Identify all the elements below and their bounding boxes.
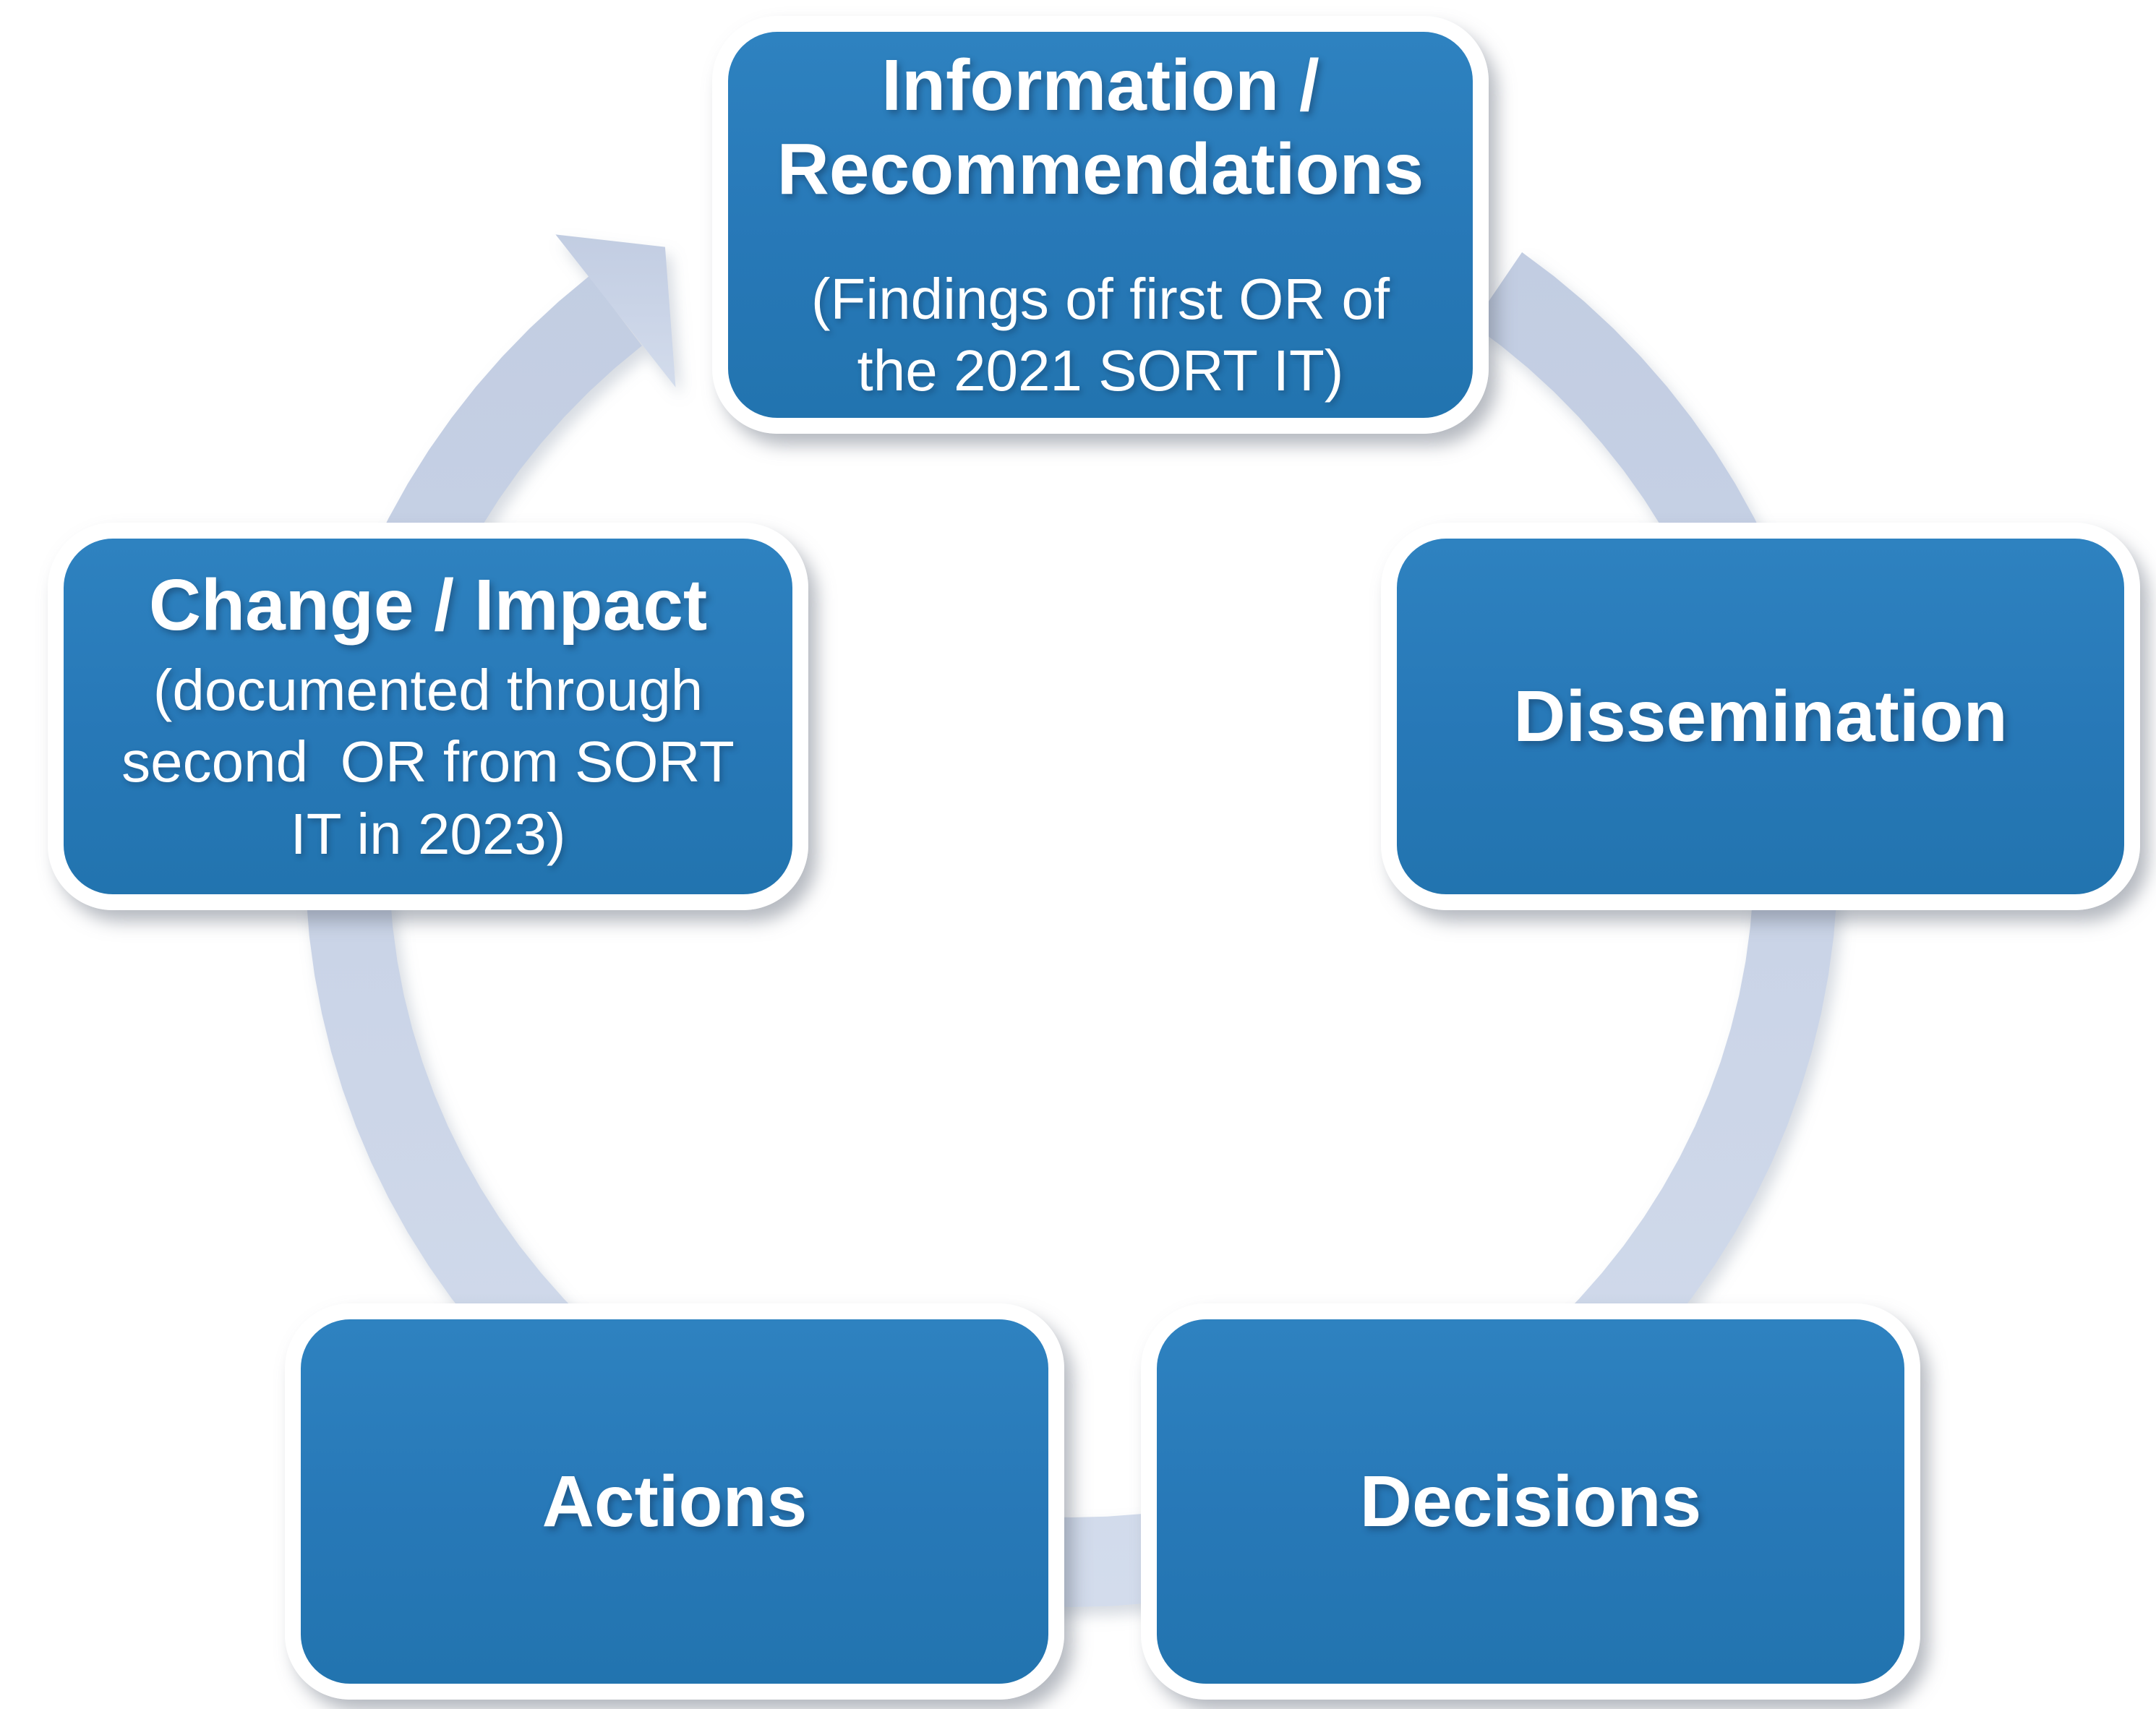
node-change-impact-title: Change / Impact xyxy=(148,565,708,646)
node-information-subtitle: (Findings of first OR of the 2021 SORT I… xyxy=(810,266,1390,403)
node-actions: Actions xyxy=(285,1303,1064,1700)
cycle-arrow-head-icon xyxy=(555,234,676,387)
node-decisions-title: Decisions xyxy=(1359,1461,1702,1542)
node-actions-title: Actions xyxy=(542,1461,808,1542)
node-dissemination: Dissemination xyxy=(1381,523,2140,910)
node-dissemination-title: Dissemination xyxy=(1513,676,2008,757)
node-decisions: Decisions xyxy=(1141,1303,1920,1700)
node-change-impact-subtitle: (documented through second OR from SORT … xyxy=(121,658,735,866)
node-change-impact: Change / Impact (documented through seco… xyxy=(48,523,808,910)
node-information-title: Information / Recommendations xyxy=(777,44,1424,210)
node-information: Information / Recommendations (Findings … xyxy=(712,16,1489,434)
